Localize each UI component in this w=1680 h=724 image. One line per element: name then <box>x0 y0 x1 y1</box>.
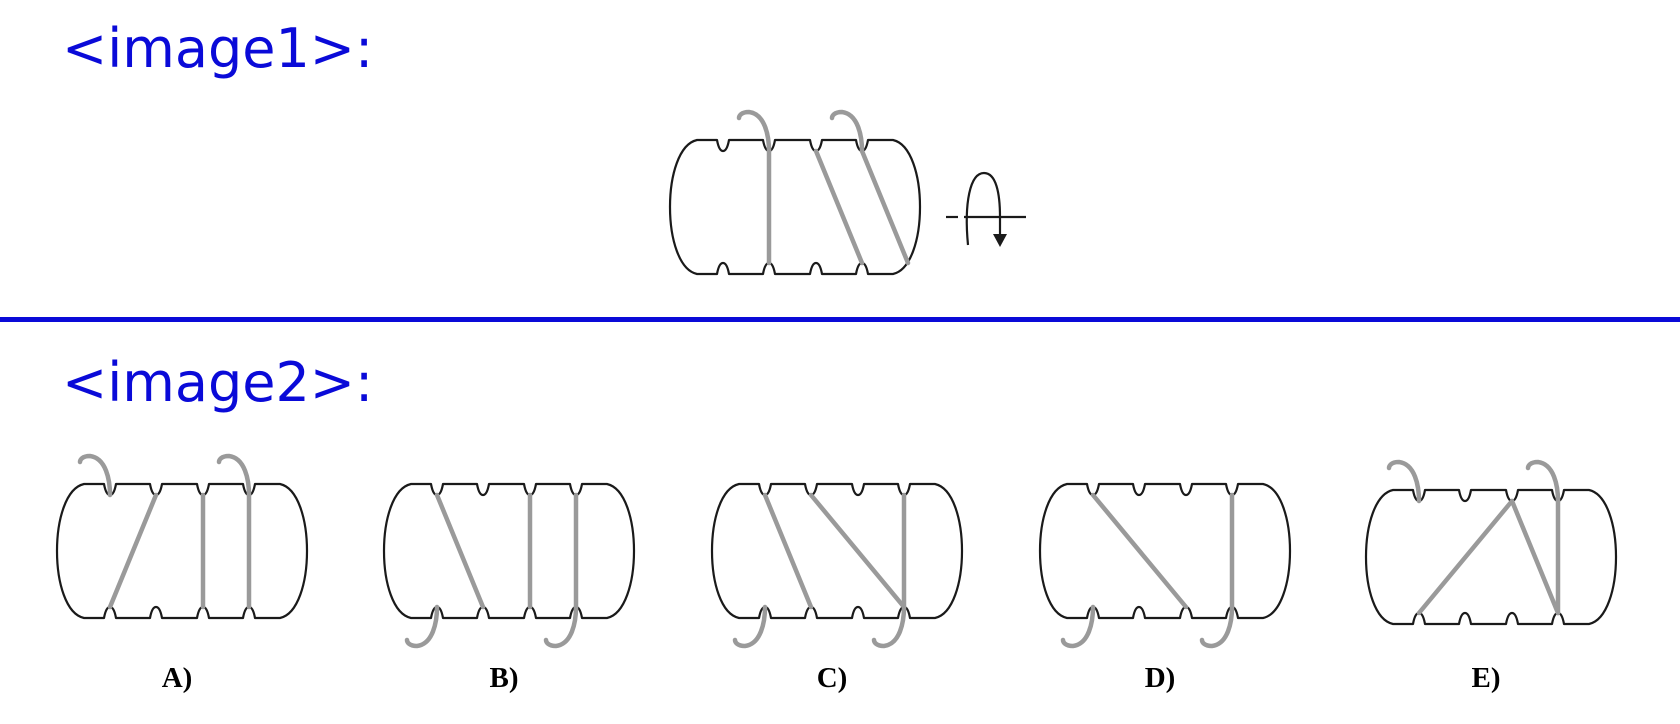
thread-hook-bottom <box>1199 604 1235 649</box>
spool-outline <box>1038 482 1292 620</box>
thread-hook-top <box>1386 459 1422 504</box>
spool-outline <box>710 482 964 620</box>
thread-line <box>107 492 159 610</box>
option-e-figure[interactable] <box>1353 450 1629 664</box>
option-d-figure[interactable] <box>1027 444 1303 658</box>
thread-hook-bottom <box>871 604 907 649</box>
thread-hook-top <box>736 109 772 154</box>
spool-outline <box>55 482 309 620</box>
thread-line <box>1509 498 1561 616</box>
thread-line <box>762 492 814 610</box>
thread-hook-bottom <box>404 604 440 649</box>
thread-hook-top <box>77 453 113 498</box>
thread-line <box>1416 498 1515 616</box>
thread-line <box>808 492 907 610</box>
thread-hook-bottom <box>1060 604 1096 649</box>
rotation-arrow-icon <box>946 171 1026 247</box>
option-c-label[interactable]: C) <box>816 662 848 694</box>
thread-line <box>434 492 486 610</box>
option-b-figure[interactable] <box>371 444 647 658</box>
spool-outline <box>1364 488 1618 626</box>
thread-line <box>859 148 911 266</box>
option-e-label[interactable]: E) <box>1471 662 1501 694</box>
section-divider <box>0 317 1680 322</box>
rotation-curve <box>965 171 1002 246</box>
thread-hook-top <box>216 453 252 498</box>
spool-outline <box>382 482 636 620</box>
thread-hook-top <box>829 109 865 154</box>
option-d-label[interactable]: D) <box>1144 662 1176 694</box>
option-a-label[interactable]: A) <box>161 662 193 694</box>
option-c-figure[interactable] <box>699 444 975 658</box>
spool-outline <box>668 138 922 276</box>
thread-line <box>813 148 865 266</box>
image1-label: <image1>: <box>62 17 374 80</box>
thread-hook-bottom <box>732 604 768 649</box>
reference-spool-figure <box>668 109 922 276</box>
option-b-label[interactable]: B) <box>489 662 519 694</box>
thread-hook-bottom <box>543 604 579 649</box>
image2-label: <image2>: <box>62 351 374 414</box>
option-a-figure[interactable] <box>44 444 320 658</box>
thread-line <box>1090 492 1189 610</box>
arrow-head <box>993 234 1007 247</box>
thread-hook-top <box>1525 459 1561 504</box>
